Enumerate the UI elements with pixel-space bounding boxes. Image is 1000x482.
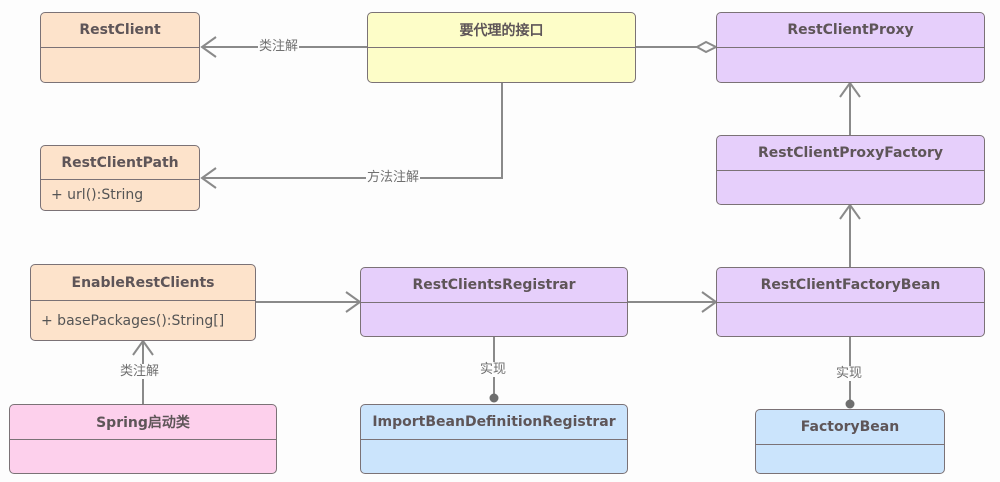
class-name: Spring启动类 <box>10 405 276 440</box>
edge-interface-to-restclientpath <box>202 82 503 179</box>
class-members <box>717 303 984 336</box>
class-factory-bean[interactable]: FactoryBean <box>755 409 945 474</box>
class-name: RestClientsRegistrar <box>361 268 627 303</box>
class-members <box>717 171 984 204</box>
interface-lollipop-registrar <box>489 393 499 403</box>
label-implements-registrar: 实现 <box>479 362 508 377</box>
class-name: FactoryBean <box>756 410 944 445</box>
class-rest-client-proxy-factory[interactable]: RestClientProxyFactory <box>716 135 985 205</box>
class-name: RestClient <box>41 13 199 48</box>
arrowhead-restclientpath <box>200 167 217 189</box>
class-rest-client-path[interactable]: RestClientPath + url():String <box>40 145 200 211</box>
interface-lollipop-factorybean <box>845 399 855 409</box>
class-members <box>368 48 635 82</box>
arrowhead-restclient <box>200 36 217 58</box>
class-rest-client-factory-bean[interactable]: RestClientFactoryBean <box>716 267 985 337</box>
label-method-annotation: 方法注解 <box>366 170 421 185</box>
class-proxied-interface[interactable]: 要代理的接口 <box>367 12 636 83</box>
class-members <box>361 303 627 336</box>
class-members <box>361 440 627 473</box>
class-name: RestClientProxyFactory <box>717 136 984 171</box>
class-spring-boot[interactable]: Spring启动类 <box>9 404 277 474</box>
class-rest-client-proxy[interactable]: RestClientProxy <box>716 12 985 83</box>
class-enable-rest-clients[interactable]: EnableRestClients + basePackages():Strin… <box>30 264 256 341</box>
class-members: + url():String <box>51 187 144 203</box>
class-members <box>717 48 984 82</box>
class-members <box>41 48 199 82</box>
class-name: 要代理的接口 <box>368 13 635 48</box>
label-implements-factorybean: 实现 <box>835 366 864 381</box>
class-import-bean-definition-registrar[interactable]: ImportBeanDefinitionRegistrar <box>360 404 628 474</box>
arrowhead-proxy <box>839 81 861 98</box>
label-class-annotation-bottom: 类注解 <box>119 364 161 379</box>
class-rest-client[interactable]: RestClient <box>40 12 200 83</box>
arrowhead-enable <box>132 339 154 356</box>
class-members: + basePackages():String[] <box>41 312 225 329</box>
arrowhead-proxyfactory <box>839 203 861 220</box>
class-members <box>756 445 944 473</box>
label-class-annotation-top: 类注解 <box>258 39 300 54</box>
aggregation-diamond <box>694 40 719 54</box>
class-name: EnableRestClients <box>31 265 255 301</box>
class-name: ImportBeanDefinitionRegistrar <box>361 405 627 440</box>
class-name: RestClientProxy <box>717 13 984 48</box>
class-name: RestClientFactoryBean <box>717 268 984 303</box>
class-members <box>10 440 276 473</box>
class-rest-clients-registrar[interactable]: RestClientsRegistrar <box>360 267 628 337</box>
class-name: RestClientPath <box>41 146 199 180</box>
